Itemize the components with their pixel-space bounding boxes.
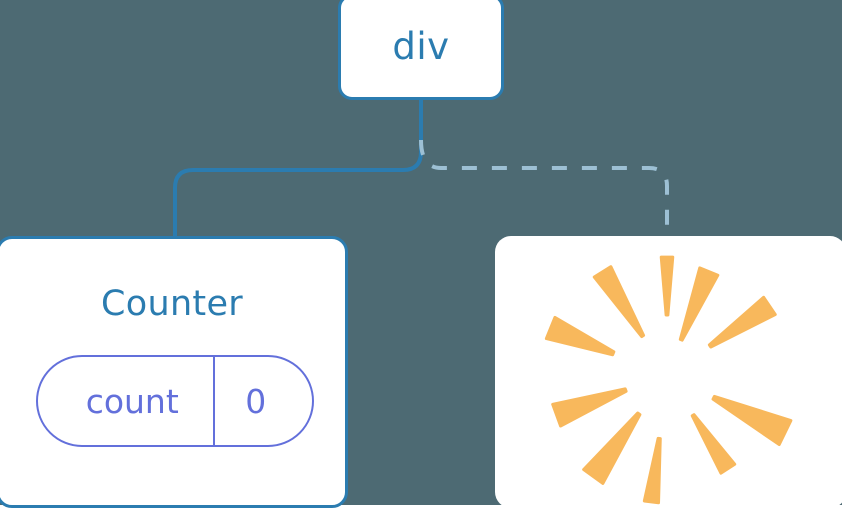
sparkle-ray-4 — [551, 387, 628, 428]
sparkle-ray-6 — [642, 436, 662, 505]
sparkle-ray-1 — [659, 255, 675, 317]
sparkle-ray-5 — [582, 411, 642, 485]
sparkle-ray-8 — [711, 394, 793, 447]
sparkle-ray-9 — [707, 295, 777, 349]
node-counter[interactable]: Counter count 0 — [0, 236, 348, 508]
node-sparkle[interactable] — [495, 236, 842, 508]
node-div-label: div — [392, 24, 450, 68]
edge-to-counter — [173, 98, 423, 240]
node-div[interactable]: div — [338, 0, 504, 100]
sparkle-ray-0 — [678, 266, 720, 342]
sparkle-ray-2 — [592, 265, 646, 339]
sparkle-burst-icon — [544, 255, 793, 505]
state-pill[interactable]: count 0 — [35, 355, 315, 447]
sparkle-rays — [544, 255, 793, 505]
node-counter-title: Counter — [101, 284, 243, 324]
state-key-label: count — [85, 381, 179, 421]
edge-to-sparkle — [419, 139, 669, 240]
sparkle-ray-7 — [690, 413, 737, 475]
state-value-label: 0 — [245, 381, 267, 421]
sparkle-ray-3 — [544, 315, 616, 357]
state-pill-divider — [212, 357, 216, 445]
